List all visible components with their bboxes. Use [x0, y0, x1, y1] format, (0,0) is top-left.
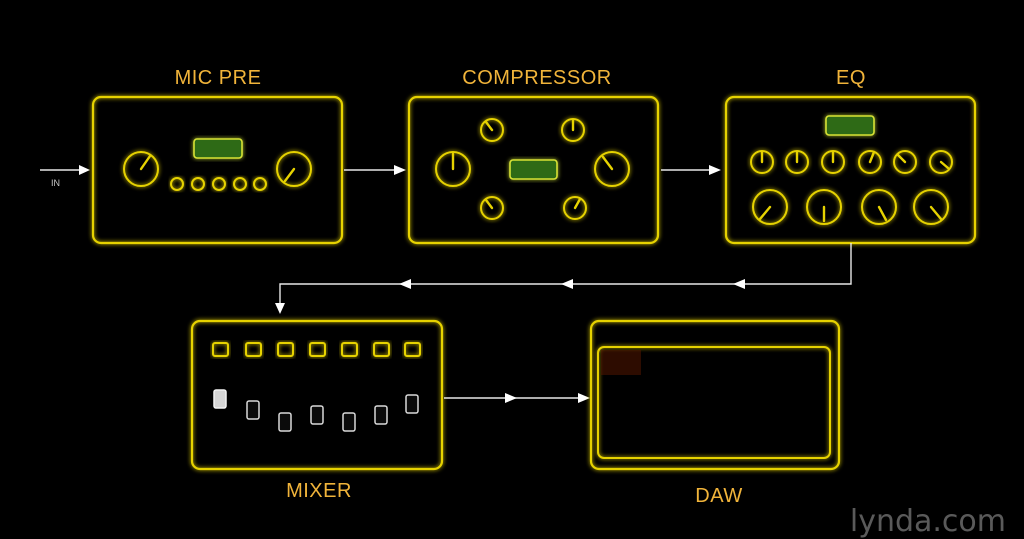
fader-cap-7: [405, 394, 419, 414]
compressor-knob-right: [594, 151, 630, 187]
daw-label: DAW: [695, 485, 742, 507]
mic-pre-buttons: [170, 177, 267, 191]
fader-cap-1: [213, 389, 227, 409]
eq-box: [724, 95, 977, 245]
arrow-icon: [275, 303, 285, 314]
arrow-icon: [394, 165, 406, 175]
fader-cap-4: [310, 405, 324, 425]
eq-label: EQ: [836, 67, 866, 89]
mic-pre-label: MIC PRE: [175, 67, 262, 89]
eq-small-knobs: [750, 150, 953, 174]
arrow-icon: [733, 279, 745, 289]
watermark-logo: lynda.com: [850, 504, 1006, 539]
arrow-icon: [505, 393, 517, 403]
daw-selected-cell: [601, 350, 641, 375]
compressor-small-knobs: [480, 118, 587, 220]
mic-pre-knob-left: [123, 151, 159, 187]
mixer-faders: [213, 378, 419, 452]
fader-cap-3: [278, 412, 292, 432]
mixer-channel-buttons: [212, 342, 421, 357]
arrow-icon: [578, 393, 590, 403]
eq-display: [825, 115, 875, 136]
mixer-box: [190, 319, 444, 471]
daw-window: [589, 319, 841, 471]
mixer-label: MIXER: [286, 480, 352, 502]
arrow-icon: [561, 279, 573, 289]
arrow-eq-mixer: [279, 243, 852, 305]
arrow-icon: [709, 165, 721, 175]
input-arrow-icon: [79, 165, 90, 175]
mic-pre-knob-right: [276, 151, 312, 187]
compressor-box: [407, 95, 660, 245]
arrow-icon: [399, 279, 411, 289]
eq-large-knobs: [752, 189, 949, 225]
compressor-knob-left: [435, 151, 471, 187]
fader-cap-6: [374, 405, 388, 425]
compressor-label: COMPRESSOR: [462, 67, 611, 89]
mic-pre-box: [91, 95, 344, 245]
input-label: IN: [51, 178, 60, 188]
fader-cap-2: [246, 400, 260, 420]
compressor-display: [509, 159, 558, 180]
mic-pre-display: [193, 138, 243, 159]
fader-cap-5: [342, 412, 356, 432]
